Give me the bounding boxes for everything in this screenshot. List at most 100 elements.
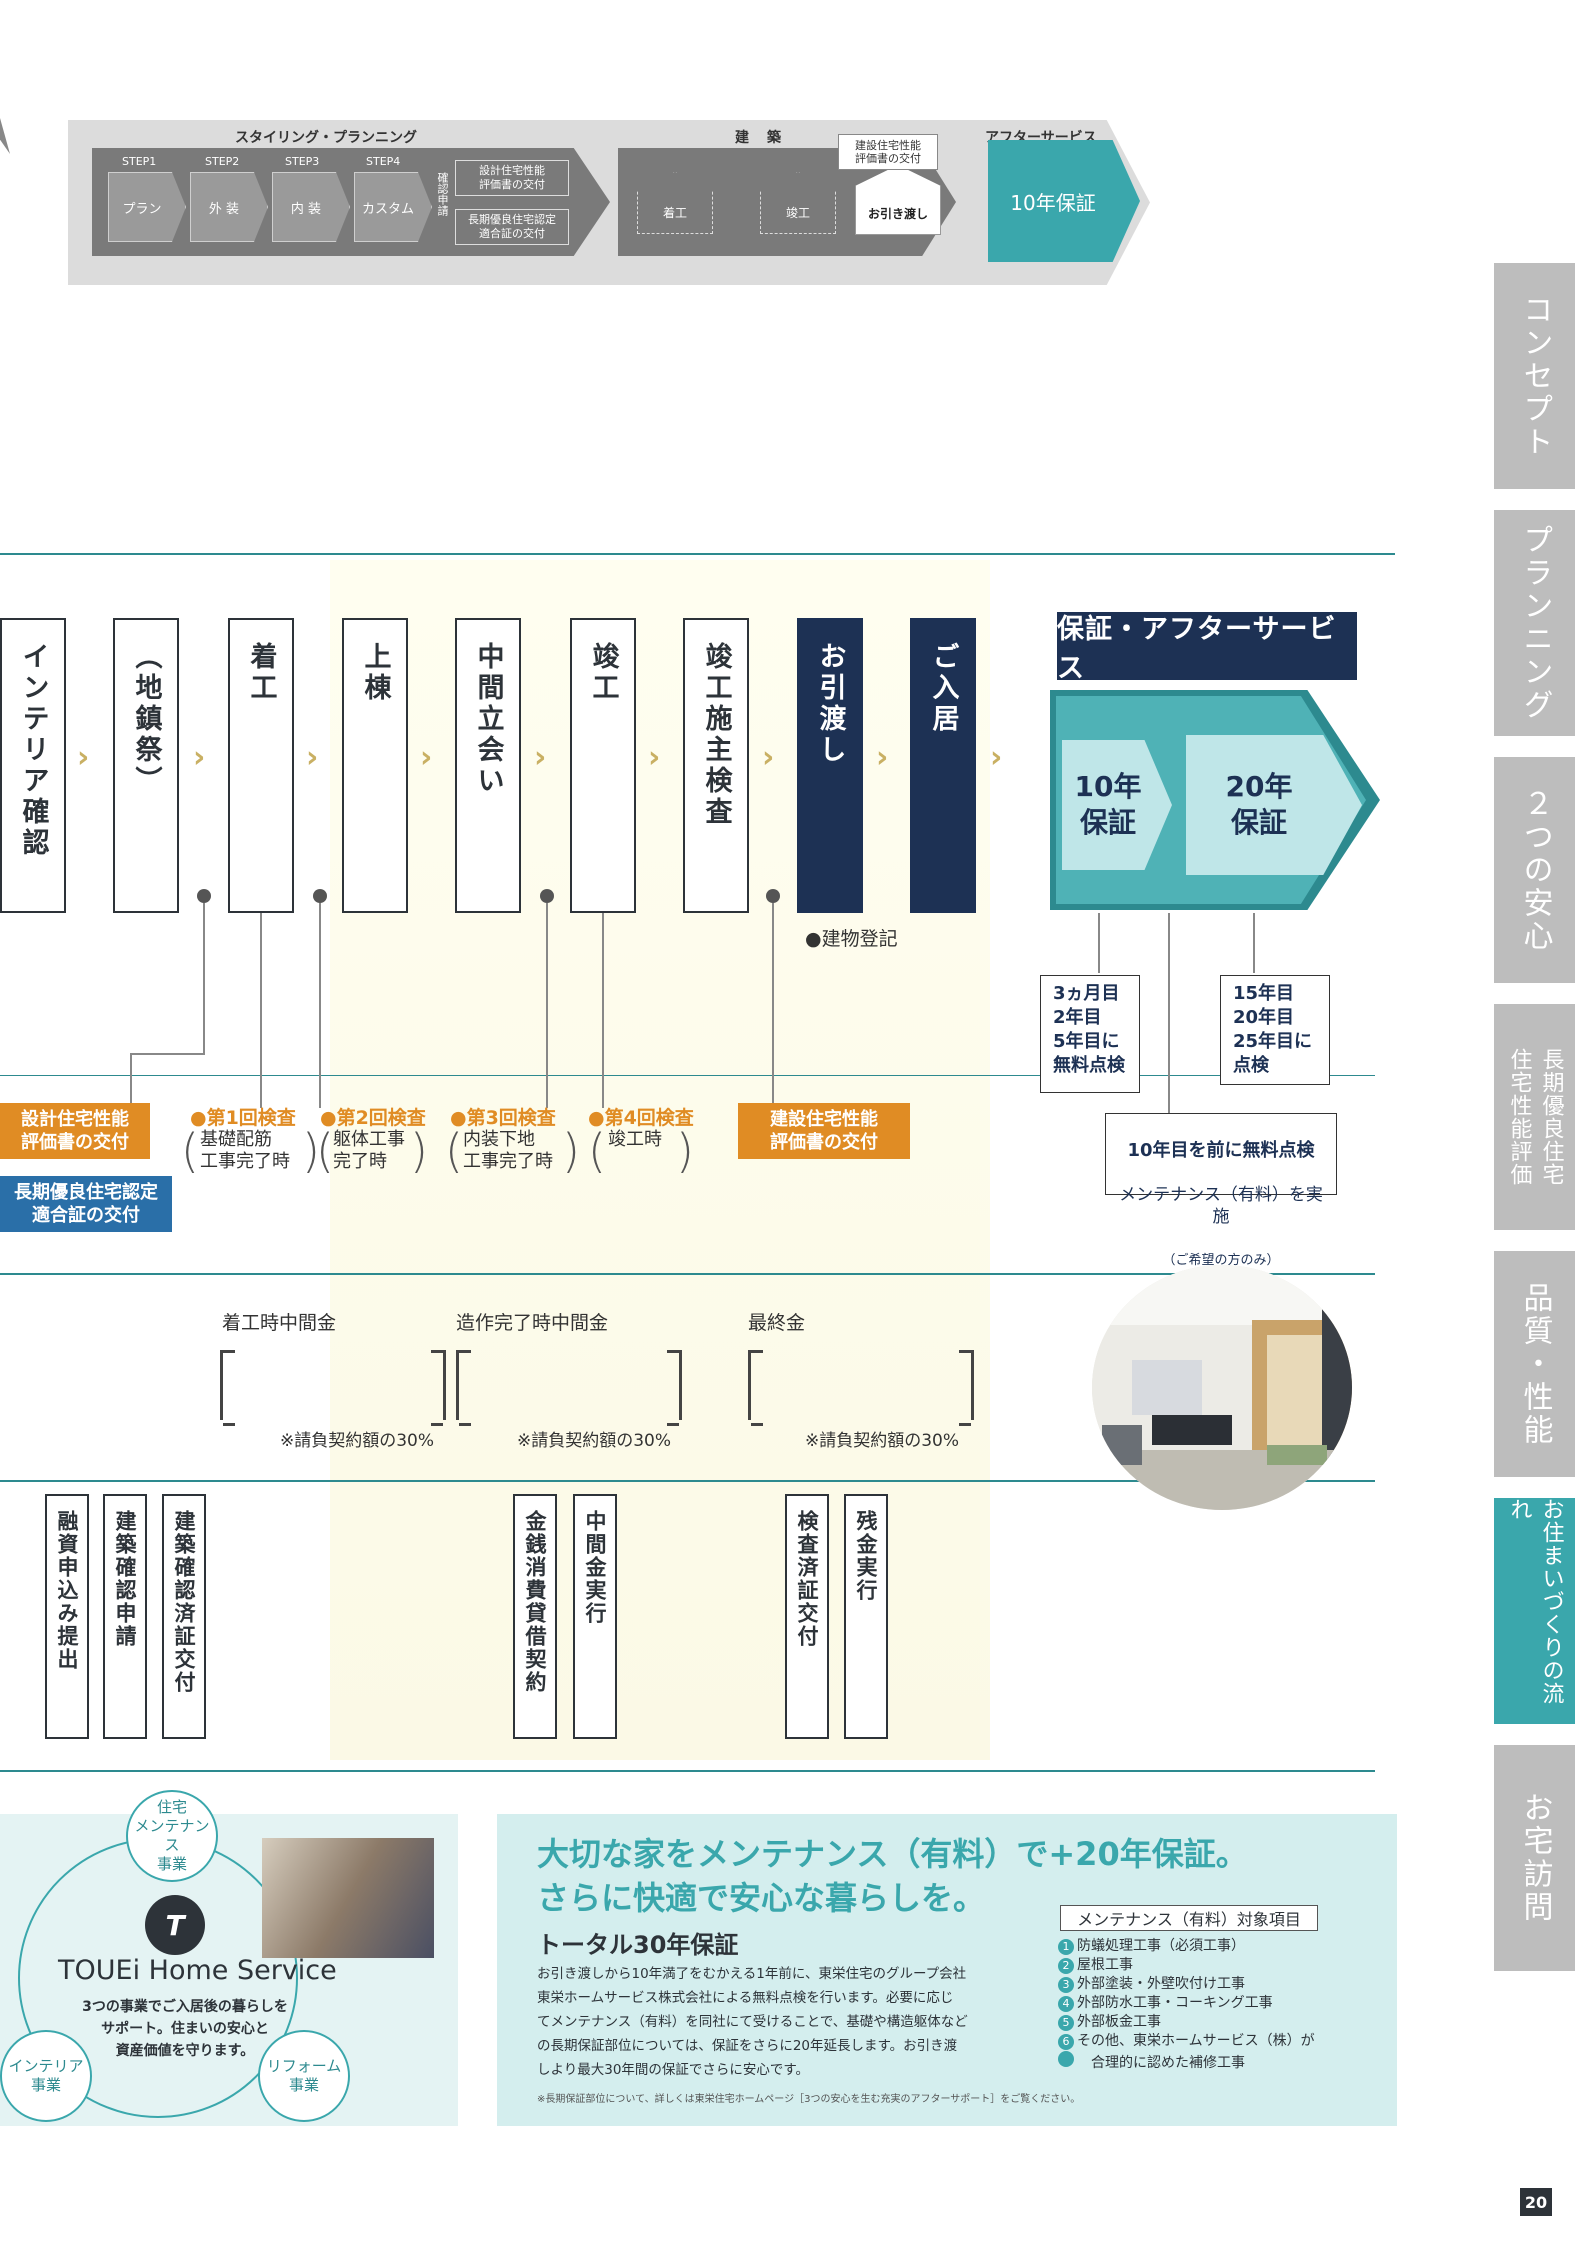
list-item: 外部塗装・外壁吹付け工事 bbox=[1058, 1975, 1315, 1994]
building-registration: ●建物登記 bbox=[805, 928, 898, 950]
design-perf-doc-tag: 設計住宅性能 評価書の交付 bbox=[0, 1103, 150, 1159]
side-tab-planning[interactable]: プランニング bbox=[1494, 510, 1575, 736]
step-custom: カスタム bbox=[354, 172, 432, 242]
top-construction-heading: 建築 bbox=[735, 130, 799, 146]
page-number: 20 bbox=[1520, 2188, 1552, 2216]
inspection-1-detail: 基礎配筋 工事完了時 bbox=[200, 1129, 290, 1172]
side-tab-quality[interactable]: 品質・性能 bbox=[1494, 1251, 1575, 1477]
inspection-10yr-note: （ご希望の方のみ） bbox=[1162, 1253, 1280, 1268]
paren-open: ( bbox=[316, 1124, 334, 1178]
paren-close: ) bbox=[410, 1124, 428, 1178]
payment-start-box bbox=[220, 1350, 446, 1426]
top-house-complete: 竣工 bbox=[760, 172, 836, 234]
inspection-4-heading: ●第4回検査 bbox=[588, 1107, 694, 1129]
connector-line bbox=[602, 913, 604, 1108]
warranty-20yr: 20年 保証 bbox=[1186, 735, 1362, 875]
construction-perf-doc-tag: 建設住宅性能 評価書の交付 bbox=[738, 1103, 910, 1159]
milestone-framing: 上棟 bbox=[342, 618, 408, 913]
inspection-10yr: 10年目を前に無料点検 メンテナンス（有料）を実施 （ご希望の方のみ） bbox=[1105, 1113, 1337, 1268]
chevron-right-icon: › bbox=[534, 740, 547, 775]
touei-logo-icon: T bbox=[145, 1895, 205, 1955]
longlife-doc-tag: 長期優良住宅認定 適合証の交付 bbox=[0, 1176, 172, 1232]
side-tab-two-safety[interactable]: ２つの安心 bbox=[1494, 757, 1575, 983]
chevron-right-icon: › bbox=[420, 740, 433, 775]
home-service-description: 3つの事業でご入居後の暮らしを サポート。住まいの安心と 資産価値を守ります。 bbox=[82, 1999, 288, 2059]
maintenance-subtitle: トータル30年保証 bbox=[537, 1931, 739, 1959]
payment-mid-box bbox=[456, 1350, 682, 1426]
milestone-start: 着工 bbox=[228, 618, 294, 913]
milestone-owner-inspection: 竣工施主検査 bbox=[683, 618, 749, 913]
warranty-title: 保証・アフターサービス bbox=[1057, 612, 1357, 684]
paren-close: ) bbox=[302, 1124, 320, 1178]
connector-line bbox=[546, 903, 548, 1108]
chevron-right-icon: › bbox=[648, 740, 661, 775]
paren-close: ) bbox=[676, 1124, 694, 1178]
inspection-10yr-heading: 10年目を前に無料点検 bbox=[1127, 1140, 1315, 1161]
paren-open: ( bbox=[588, 1124, 606, 1178]
top-design-doc: 設計住宅性能 評価書の交付 bbox=[455, 160, 569, 196]
timeline-dot bbox=[313, 889, 327, 903]
top-10yr-warranty: 10年保証 bbox=[988, 140, 1140, 262]
circle-maintenance: 住宅 メンテナンス 事業 bbox=[126, 1790, 218, 1882]
section-divider bbox=[0, 1273, 1375, 1275]
top-confirm-application: 確認申請 bbox=[436, 172, 449, 216]
list-item: 屋根工事 bbox=[1058, 1956, 1315, 1975]
step-number: STEP2 bbox=[205, 155, 240, 168]
step-number: STEP1 bbox=[122, 155, 157, 168]
side-tab-visit[interactable]: お宅訪問 bbox=[1494, 1745, 1575, 1971]
finance-building-confirm-cert: 建築確認済証交付 bbox=[162, 1494, 206, 1739]
inspection-10yr-body: メンテナンス（有料）を実施 bbox=[1119, 1185, 1323, 1227]
connector-line bbox=[1098, 913, 1100, 973]
payment-final-note: ※請負契約額の30% bbox=[805, 1431, 960, 1451]
finance-final-payment: 残金実行 bbox=[844, 1494, 888, 1739]
inspection-2-heading: ●第2回検査 bbox=[320, 1107, 426, 1129]
payment-mid-label: 造作完了時中間金 bbox=[456, 1312, 609, 1334]
side-tab-concept[interactable]: コンセプト bbox=[1494, 263, 1575, 489]
list-item: 防蟻処理工事（必須工事） bbox=[1058, 1937, 1315, 1956]
connector-line bbox=[772, 903, 774, 1108]
connector-line bbox=[1253, 913, 1255, 973]
section-divider bbox=[0, 1480, 1375, 1482]
paren-close: ) bbox=[562, 1124, 580, 1178]
inspection-3-heading: ●第3回検査 bbox=[450, 1107, 556, 1129]
top-house-start: 着工 bbox=[637, 172, 713, 234]
connector-line bbox=[260, 913, 262, 1108]
paren-open: ( bbox=[181, 1124, 199, 1178]
inspection-early: 3ヵ月目 2年目 5年目に 無料点検 bbox=[1040, 975, 1140, 1093]
top-longlife-doc: 長期優良住宅認定 適合証の交付 bbox=[455, 209, 569, 245]
connector-line bbox=[130, 1053, 205, 1055]
top-styling-heading: スタイリング・プランニング bbox=[235, 130, 417, 146]
timeline-dot bbox=[540, 889, 554, 903]
side-tab-flow[interactable]: お住まいづくりの流れ bbox=[1494, 1498, 1575, 1724]
milestone-groundbreaking: （地鎮祭） bbox=[113, 618, 179, 913]
milestone-interior-check: インテリア確認 bbox=[0, 618, 66, 913]
step-interior: 内 装 bbox=[272, 172, 350, 242]
milestone-move-in: ご入居 bbox=[910, 618, 976, 913]
list-item: 合理的に認めた補修工事 bbox=[1058, 2051, 1315, 2073]
finance-loan-application: 融資申込み提出 bbox=[45, 1494, 89, 1739]
milestone-completion: 竣工 bbox=[570, 618, 636, 913]
inspection-late: 15年目 20年目 25年目に 点検 bbox=[1220, 975, 1330, 1085]
payment-start-note: ※請負契約額の30% bbox=[280, 1431, 435, 1451]
maintenance-body: お引き渡しから10年満了をむかえる1年前に、東栄住宅のグループ会社 東栄ホームサ… bbox=[537, 1966, 968, 2078]
connector-line bbox=[1168, 913, 1170, 1113]
section-divider bbox=[0, 553, 1395, 555]
inspection-2-detail: 躯体工事 完了時 bbox=[333, 1129, 405, 1172]
connector-line bbox=[319, 903, 321, 1108]
payment-start-label: 着工時中間金 bbox=[222, 1312, 337, 1334]
timeline-dot bbox=[197, 889, 211, 903]
inspection-4-detail: 竣工時 bbox=[608, 1129, 662, 1150]
top-perf-doc: 建設住宅性能 評価書の交付 bbox=[838, 134, 938, 170]
finance-mid-payment: 中間金実行 bbox=[573, 1494, 617, 1739]
list-item: 外部板金工事 bbox=[1058, 2013, 1315, 2032]
milestone-mid-visit: 中間立会い bbox=[455, 618, 521, 913]
finance-inspection-cert: 検査済証交付 bbox=[785, 1494, 829, 1739]
connector-line bbox=[130, 1053, 132, 1108]
maintenance-footnote: ※長期保証部位について、詳しくは東栄住宅ホームページ［3つの安心を生む充実のアフ… bbox=[537, 2094, 1081, 2105]
circle-interior: インテリア 事業 bbox=[0, 2030, 92, 2122]
maintenance-items-heading: メンテナンス（有料）対象項目 bbox=[1060, 1905, 1318, 1931]
milestone-handover: お引渡し bbox=[797, 618, 863, 913]
chevron-right-icon: › bbox=[193, 740, 206, 775]
payment-mid-note: ※請負契約額の30% bbox=[517, 1431, 672, 1451]
side-tab-longlife[interactable]: 長期優良住宅 住宅性能評価 bbox=[1494, 1004, 1575, 1230]
